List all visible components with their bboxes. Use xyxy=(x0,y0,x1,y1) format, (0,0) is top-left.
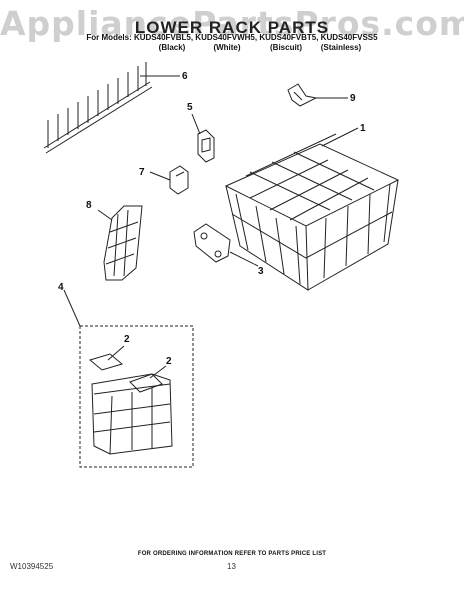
callout-8: 8 xyxy=(86,200,92,211)
clip-part xyxy=(197,129,215,163)
callout-6: 6 xyxy=(182,71,188,82)
callout-2b: 2 xyxy=(166,356,172,367)
ordering-note: FOR ORDERING INFORMATION REFER TO PARTS … xyxy=(137,551,327,557)
roller-part xyxy=(193,223,231,263)
caddy-part xyxy=(103,205,143,281)
tine-row-part xyxy=(43,62,153,154)
color-black: (Black) xyxy=(158,43,186,52)
silverware-basket-part xyxy=(79,325,194,468)
models-line: For Models: KUDS40FVBL5, KUDS40FVWH5, KU… xyxy=(86,33,378,42)
color-biscuit: (Biscuit) xyxy=(270,43,302,52)
callout-7: 7 xyxy=(139,167,145,178)
callout-1: 1 xyxy=(360,123,366,134)
leader-lines xyxy=(63,75,359,379)
page-title: LOWER RACK PARTS xyxy=(134,18,330,37)
doc-number: W10394525 xyxy=(10,562,54,571)
color-white: (White) xyxy=(213,43,241,52)
callout-2a: 2 xyxy=(124,334,130,345)
bracket-part xyxy=(287,83,318,107)
page-number: 13 xyxy=(227,562,236,571)
small-clip-part xyxy=(169,165,189,195)
color-stainless: (Stainless) xyxy=(320,43,362,52)
callout-9: 9 xyxy=(350,93,356,104)
watermark: AppliancePartsPros.com xyxy=(0,4,464,43)
callout-4: 4 xyxy=(58,282,64,293)
callout-5: 5 xyxy=(187,102,193,113)
lower-rack-part xyxy=(224,133,400,291)
callout-3: 3 xyxy=(258,266,264,277)
